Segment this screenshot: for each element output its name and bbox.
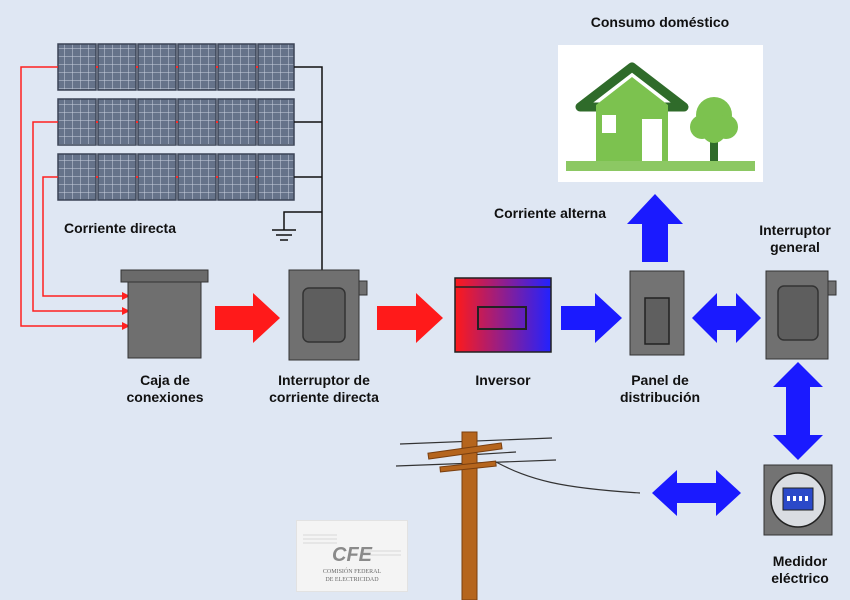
label-panel-de-distribucion: Panel de distribución xyxy=(600,372,720,406)
ac-arrow-inverter-to-panel xyxy=(561,293,622,343)
solar-panel-row-2 xyxy=(57,98,295,146)
label-caja-de-conexiones: Caja de conexiones xyxy=(105,372,225,406)
dc-positive-wires xyxy=(20,66,122,327)
label-medidor-line-2: eléctrico xyxy=(771,570,829,586)
label-consumo-domestico: Consumo doméstico xyxy=(590,14,730,30)
distribution-panel-icon xyxy=(629,270,685,356)
electric-meter-icon xyxy=(763,464,833,536)
dc-flow-arrows xyxy=(215,293,443,343)
label-inversor: Inversor xyxy=(453,372,553,389)
label-caja-line-1: Caja de xyxy=(140,372,190,388)
cfe-logo-text: CFE xyxy=(332,544,373,566)
solar-panel-row-1 xyxy=(57,43,295,91)
label-interruptor-cd-line-1: Interruptor de xyxy=(278,372,370,388)
label-panel-line-2: distribución xyxy=(619,389,701,405)
dc-arrow-1 xyxy=(215,293,280,343)
utility-pole-icon xyxy=(395,431,641,600)
label-interruptor-general: Interruptor general xyxy=(740,222,850,256)
ground-symbol-icon xyxy=(272,229,296,241)
label-interruptor-cd-line-2: corriente directa xyxy=(269,389,379,405)
house-icon xyxy=(566,62,755,171)
solar-panel-array xyxy=(57,43,295,201)
inverter-icon xyxy=(454,277,552,353)
cfe-logo-subtext-2: DE ELECTRICIDAD xyxy=(325,577,379,583)
cfe-logo-mark-icon: CFE COMISIÓN FEDERAL DE ELECTRICIDAD xyxy=(303,534,401,583)
label-interruptor-general-line-2: general xyxy=(770,239,820,255)
ac-flow-arrows xyxy=(561,194,823,516)
ac-arrow-breaker-meter xyxy=(773,362,823,460)
label-inversor-line-1: Inversor xyxy=(475,372,531,388)
dc-arrow-2 xyxy=(377,293,443,343)
ac-arrow-grid-meter xyxy=(652,470,741,516)
house-illustration xyxy=(558,45,763,182)
label-caja-line-2: conexiones xyxy=(126,389,204,405)
label-corriente-alterna: Corriente alterna xyxy=(493,205,607,221)
dc-wire-arrowheads xyxy=(122,292,130,330)
label-interruptor-corriente-directa: Interruptor de corriente directa xyxy=(244,372,404,406)
dc-negative-wires xyxy=(283,66,323,270)
junction-box-icon xyxy=(120,269,209,359)
cfe-logo-subtext-1: COMISIÓN FEDERAL xyxy=(323,567,382,575)
cfe-logo: CFE COMISIÓN FEDERAL DE ELECTRICIDAD xyxy=(296,520,408,592)
label-medidor-electrico: Medidor eléctrico xyxy=(750,553,850,587)
label-medidor-line-1: Medidor xyxy=(772,553,828,569)
ac-arrow-to-house xyxy=(627,194,683,262)
solar-panel-row-3 xyxy=(57,153,295,201)
label-panel-line-1: Panel de xyxy=(631,372,689,388)
label-corriente-directa: Corriente directa xyxy=(63,220,177,236)
ac-arrow-panel-breaker xyxy=(692,293,761,343)
label-interruptor-general-line-1: Interruptor xyxy=(759,222,831,238)
dc-disconnect-switch-icon xyxy=(288,269,368,361)
main-breaker-icon xyxy=(765,270,837,360)
